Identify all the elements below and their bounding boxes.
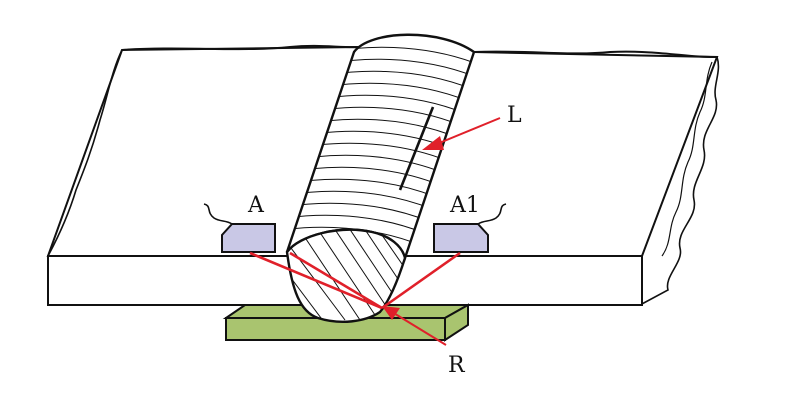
arrow-to-reflection	[382, 306, 447, 346]
weld-defect-line	[398, 106, 435, 191]
probe-a	[203, 203, 276, 253]
weld-cross-section	[285, 228, 407, 323]
probe-a1	[433, 203, 507, 253]
plate-back-edge-right	[473, 50, 718, 59]
label-defect-l: L	[507, 103, 522, 128]
plate-right-break-inner	[661, 61, 713, 257]
plate-right-break	[639, 56, 720, 306]
arrow-to-defect	[422, 117, 501, 150]
sound-paths	[249, 251, 461, 310]
plate-back-edge	[121, 44, 361, 51]
sound-path-center	[289, 251, 383, 310]
label-probe-a: A	[247, 193, 265, 218]
probe-a-cable	[203, 203, 233, 225]
label-reflection-r: R	[448, 353, 466, 378]
sound-path-r-to-a1	[381, 251, 461, 310]
label-probe-a1: A1	[449, 193, 480, 218]
probe-a1-cable	[477, 203, 507, 225]
backing-strip-side	[444, 303, 469, 342]
sound-path-a-to-r	[249, 251, 383, 310]
